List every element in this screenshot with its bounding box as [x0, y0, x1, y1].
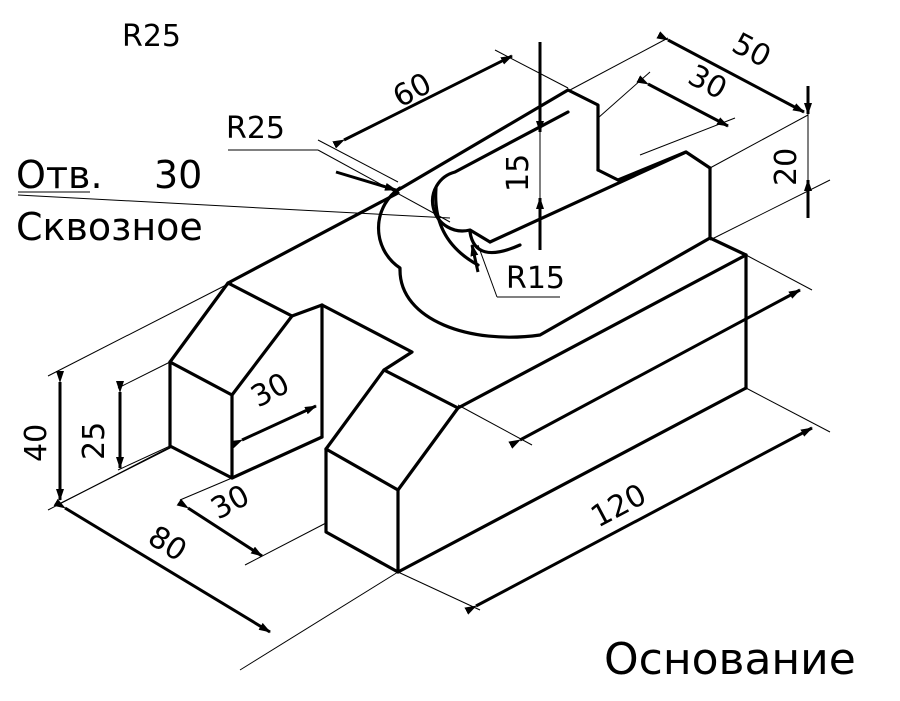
dim-25: 25 [77, 422, 112, 460]
drawing-title: Основание [604, 634, 856, 685]
dim-30-notch: 30 [245, 366, 295, 415]
dim-r15: R15 [506, 261, 565, 296]
dim-30-slot: 30 [682, 58, 732, 107]
note-through: Сквозное [16, 205, 203, 249]
dim-120: 120 [585, 477, 652, 535]
dim-15: 15 [501, 154, 536, 192]
dim-20: 20 [769, 148, 804, 186]
dim-50: 50 [726, 26, 776, 75]
dim-40: 40 [19, 424, 54, 462]
part-outline [168, 88, 748, 574]
dim-30-left: 30 [205, 478, 255, 527]
note-hole-label: Отв. [16, 153, 103, 197]
dim-r25-top: R25 [122, 19, 181, 54]
dim-80: 80 [142, 519, 193, 569]
note-hole-size: 30 [154, 153, 202, 197]
dim-60: 60 [387, 66, 437, 115]
extension-lines [17, 37, 831, 671]
dimension-lines [53, 31, 813, 634]
dim-r25: R25 [226, 111, 285, 146]
